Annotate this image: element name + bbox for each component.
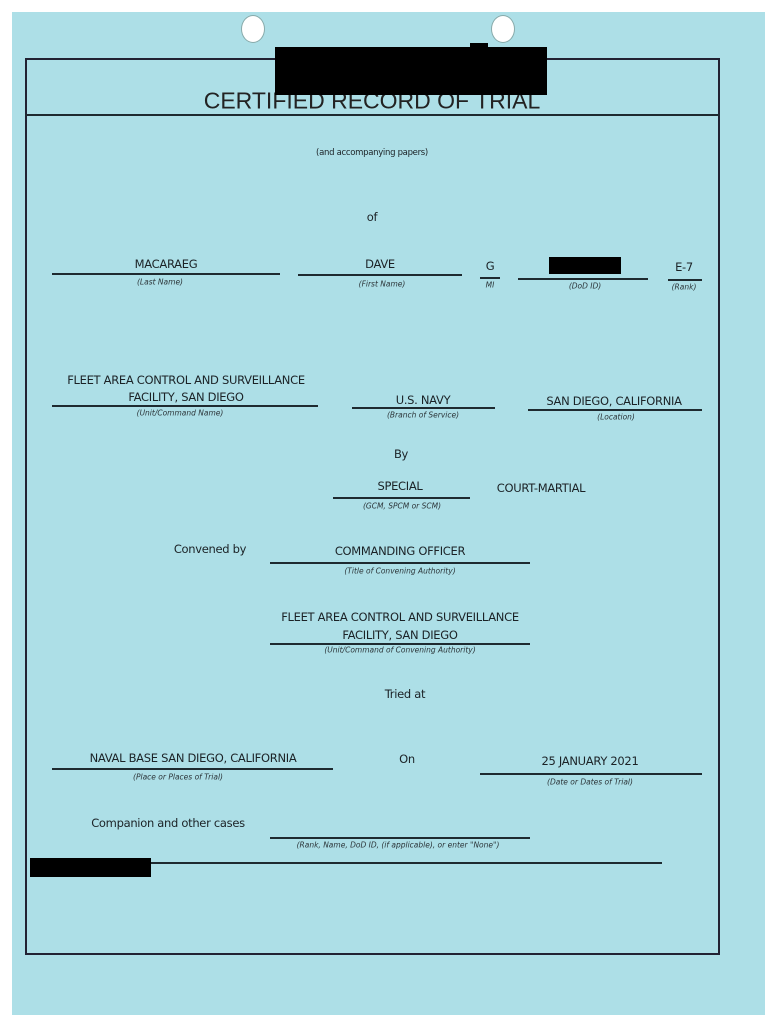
of-text: of xyxy=(366,210,378,224)
rank-value: E-7 xyxy=(675,260,693,274)
redaction-box-header xyxy=(275,47,547,95)
date-of-trial-value: 25 JANUARY 2021 xyxy=(541,754,639,768)
tried-at-text: Tried at xyxy=(384,687,426,701)
subtitle: (and accompanying papers) xyxy=(316,148,428,158)
first-name-value: DAVE xyxy=(365,257,395,271)
court-type-value: SPECIAL xyxy=(377,479,423,493)
convening-unit-line1: FLEET AREA CONTROL AND SURVEILLANCE xyxy=(281,610,519,624)
court-type-line xyxy=(333,497,470,499)
place-of-trial-label: (Place or Places of Trial) xyxy=(133,772,223,782)
date-of-trial-line xyxy=(480,773,702,775)
location-value: SAN DIEGO, CALIFORNIA xyxy=(546,394,682,408)
date-of-trial-label: (Date or Dates of Trial) xyxy=(547,777,633,787)
title-divider xyxy=(25,114,720,116)
unit-name-line1: FLEET AREA CONTROL AND SURVEILLANCE xyxy=(67,373,305,387)
last-name-line xyxy=(52,273,280,275)
redaction-box-dod-id xyxy=(549,257,621,274)
first-name-label: (First Name) xyxy=(358,279,406,289)
court-type-label: (GCM, SPCM or SCM) xyxy=(362,501,442,511)
convening-unit-line2: FACILITY, SAN DIEGO xyxy=(342,628,458,642)
convened-by-text: Convened by xyxy=(173,542,247,556)
companion-cases-label: (Rank, Name, DoD ID, (if applicable), or… xyxy=(296,840,500,850)
by-text: By xyxy=(393,447,409,461)
rank-label: (Rank) xyxy=(671,282,697,292)
convening-unit-label: (Unit/Command of Convening Authority) xyxy=(324,645,476,655)
redaction-box-header-tab xyxy=(470,43,488,49)
branch-line xyxy=(352,407,495,409)
branch-label: (Branch of Service) xyxy=(386,410,460,420)
redaction-box-companion xyxy=(30,858,151,877)
court-martial-text: COURT-MARTIAL xyxy=(496,481,586,495)
place-of-trial-line xyxy=(52,768,333,770)
unit-name-line xyxy=(52,405,318,407)
companion-entry-line xyxy=(30,862,662,864)
dod-id-line xyxy=(518,278,648,280)
location-label: (Location) xyxy=(597,412,635,422)
companion-cases-text: Companion and other cases xyxy=(91,816,245,830)
punch-hole-right xyxy=(491,15,515,43)
on-text: On xyxy=(399,752,415,766)
last-name-label: (Last Name) xyxy=(137,277,183,287)
location-line xyxy=(528,409,702,411)
dod-id-label: (DoD ID) xyxy=(568,281,602,291)
rank-line xyxy=(668,279,702,281)
middle-initial-value: G xyxy=(485,259,495,273)
convening-authority-line xyxy=(270,562,530,564)
unit-name-label: (Unit/Command Name) xyxy=(136,408,224,418)
companion-cases-line xyxy=(270,837,530,839)
convening-authority-value: COMMANDING OFFICER xyxy=(334,544,466,558)
record-cover-sheet xyxy=(12,12,765,1015)
branch-value: U.S. NAVY xyxy=(395,393,451,407)
first-name-line xyxy=(298,274,462,276)
convening-unit-line xyxy=(270,643,530,645)
punch-hole-left xyxy=(241,15,265,43)
middle-initial-line xyxy=(480,277,500,279)
last-name-value: MACARAEG xyxy=(134,257,198,271)
unit-name-line2: FACILITY, SAN DIEGO xyxy=(128,390,244,404)
middle-initial-label: MI xyxy=(485,280,495,290)
convening-authority-label: (Title of Convening Authority) xyxy=(344,566,456,576)
place-of-trial-value: NAVAL BASE SAN DIEGO, CALIFORNIA xyxy=(89,751,297,765)
